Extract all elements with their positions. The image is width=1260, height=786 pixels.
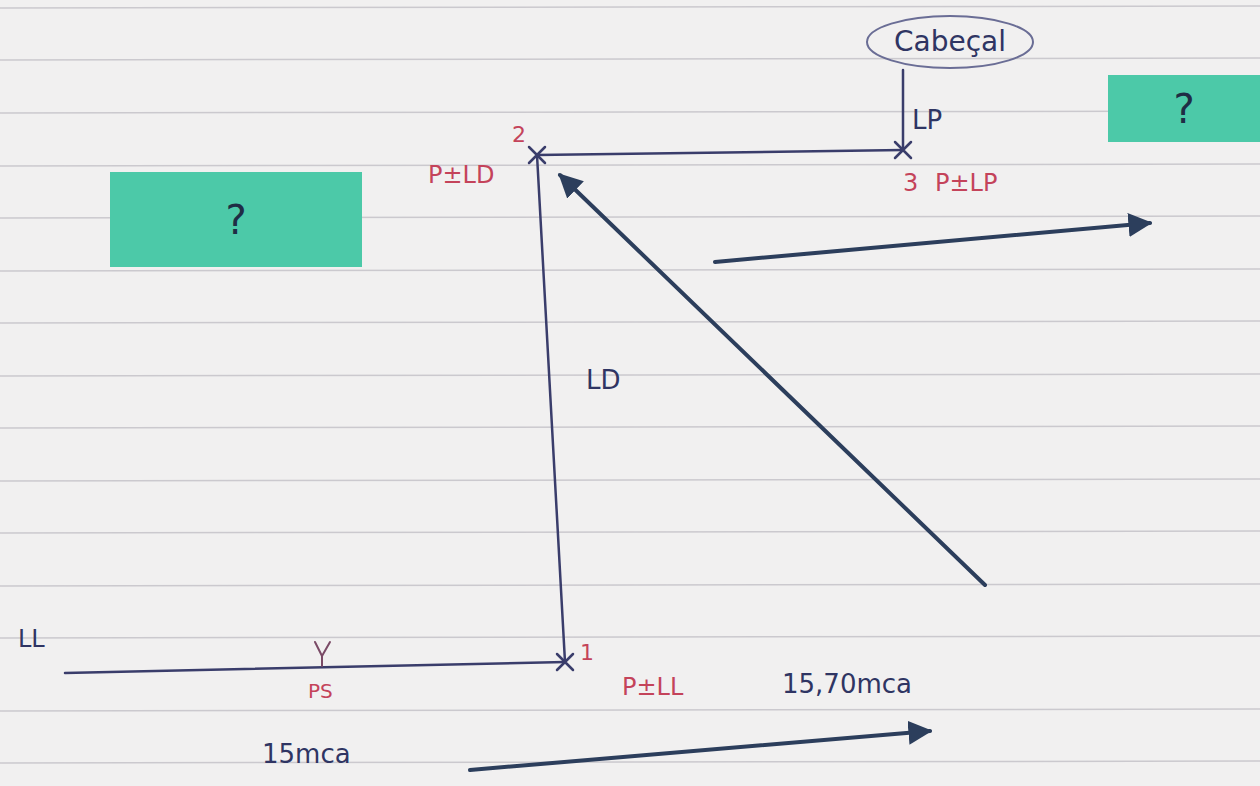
pointer-arrow — [715, 223, 1150, 262]
header-ellipse: Cabeçal — [865, 14, 1035, 70]
pointer-arrow — [470, 731, 930, 770]
segment-name: LP — [912, 106, 942, 136]
point-mark — [895, 142, 911, 158]
question-box: ? — [1108, 75, 1260, 142]
pipe-ld — [537, 155, 565, 662]
ruling-line — [0, 269, 1260, 271]
ruling-line — [0, 164, 1260, 166]
ruling-line — [0, 374, 1260, 376]
ruling-line — [0, 58, 1260, 60]
ruling-line — [0, 426, 1260, 428]
ruling-line — [0, 761, 1260, 763]
point-number: 3 — [903, 170, 918, 198]
pressure-label: P±LD — [428, 162, 494, 190]
pipe-riser — [902, 70, 905, 150]
node-text: ? — [1173, 86, 1194, 132]
node-text: Cabeçal — [894, 26, 1006, 58]
pressure-label: PS — [308, 680, 333, 703]
ruling-line — [0, 321, 1260, 323]
pipe-lp — [537, 150, 903, 155]
ruling-line — [0, 584, 1260, 586]
pressure-label: P±LL — [622, 674, 683, 702]
ruling-line — [0, 111, 1260, 113]
point-mark — [557, 654, 573, 670]
valve-mark — [315, 642, 330, 666]
pressure-label: P±LP — [935, 170, 997, 198]
question-box: ? — [110, 172, 362, 267]
point-number: 2 — [512, 122, 526, 147]
ruling-line — [0, 709, 1260, 711]
pressure-value: 15,70mca — [782, 670, 912, 700]
ruling-line — [0, 636, 1260, 638]
point-number: 1 — [580, 640, 594, 665]
pressure-value: 15mca — [262, 740, 351, 770]
ruling-line — [0, 6, 1260, 8]
segment-name: LD — [586, 366, 621, 396]
point-mark — [529, 147, 545, 163]
ruling-line — [0, 479, 1260, 481]
ruling-line — [0, 531, 1260, 533]
pointer-arrow — [560, 175, 985, 585]
pipe-ll — [65, 662, 565, 673]
node-text: ? — [225, 197, 246, 243]
ellipse-outline — [867, 16, 1033, 68]
segment-name: LL — [18, 626, 45, 654]
